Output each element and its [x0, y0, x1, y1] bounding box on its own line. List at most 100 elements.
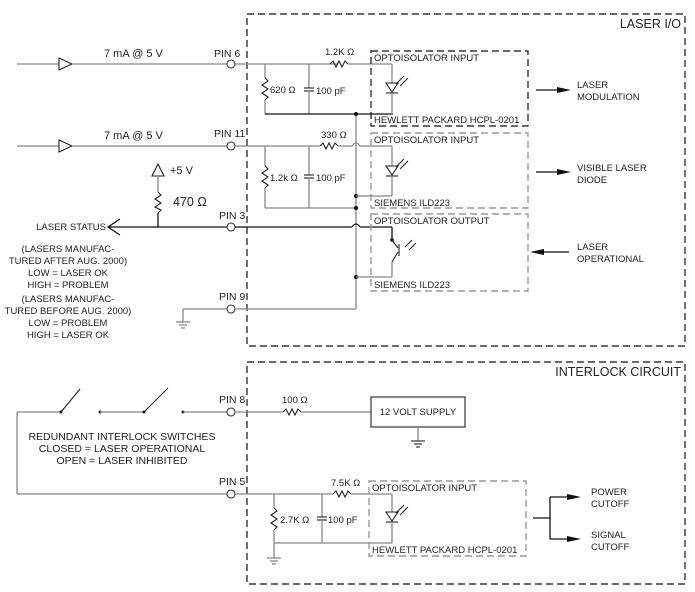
opto4-part: HEWLETT PACKARD HCPL-0201: [372, 545, 517, 556]
arrow-left-icon: [530, 249, 544, 255]
opto4-title: OPTOISOLATOR INPUT: [372, 483, 477, 494]
r-620-label: 620 Ω: [270, 85, 296, 96]
pin11-label: PIN 11: [214, 128, 245, 140]
resistor-1-2k: [329, 59, 349, 69]
pin6-signal-label: 7 mA @ 5 V: [104, 48, 164, 60]
pin6-input-line: 7 mA @ 5 V PIN 6: [17, 48, 338, 71]
pin5-label: PIN 5: [219, 476, 245, 488]
led-icon: [384, 165, 400, 176]
note-before-4: HIGH = LASER OK: [27, 330, 110, 341]
opto1-part: HEWLETT PACKARD HCPL-0201: [374, 115, 519, 126]
note-after-2: TURED AFTER AUG. 2000): [9, 256, 127, 267]
r-330-label: 330 Ω: [321, 130, 347, 141]
note-after-3: LOW = LASER OK: [28, 268, 109, 279]
opto2-output-line2: DIODE: [577, 175, 607, 186]
switches-note-2: CLOSED = LASER OPERATIONAL: [39, 443, 206, 455]
switch-2: [143, 387, 169, 413]
arrow-right-icon: [567, 494, 581, 500]
resistor-100: [282, 407, 302, 417]
pin8-terminal: [226, 407, 236, 417]
c-pin6-label: 100 pF: [316, 86, 346, 97]
opto1-output-line1: LASER: [577, 80, 608, 91]
opto2-output-line1: VISIBLE LASER: [577, 163, 647, 174]
power-cutoff-line1: POWER: [591, 487, 627, 498]
pin6-network: 620 Ω 100 pF 1.2K Ω: [261, 47, 393, 115]
opto3-part: SIEMENS ILD223: [374, 280, 450, 291]
opto3-title: OPTOISOLATOR OUTPUT: [374, 216, 490, 227]
r-1-2k-label: 1.2K Ω: [325, 47, 354, 58]
ground-icon: [176, 321, 190, 329]
laser-io-title: LASER I/O: [620, 17, 681, 31]
c-pin11-label: 100 pF: [316, 173, 346, 184]
resistor-620: [261, 77, 269, 101]
12v-supply: 12 VOLT SUPPLY: [370, 396, 466, 448]
resistor-330: [319, 141, 339, 151]
note-before-2: TURED BEFORE AUG. 2000): [5, 306, 132, 317]
laser-status-line: LASER STATUS PIN 3 +5 V 470 Ω: [36, 162, 392, 236]
opto3-output-line1: LASER: [577, 242, 608, 253]
laser-status-label: LASER STATUS: [36, 222, 106, 233]
ground-icon: [411, 440, 425, 448]
r-100-label: 100 Ω: [282, 395, 308, 406]
interlock-title: INTERLOCK CIRCUIT: [555, 365, 681, 379]
pin11-signal-label: 7 mA @ 5 V: [104, 130, 164, 142]
r-7-5k-label: 7.5K Ω: [331, 478, 360, 489]
switches-note-3: OPEN = LASER INHIBITED: [57, 455, 188, 467]
arrow-right-icon: [557, 87, 571, 93]
opto2-title: OPTOISOLATOR INPUT: [374, 135, 479, 146]
pin9-ground-line: PIN 9: [176, 291, 357, 329]
pin8-label: PIN 8: [219, 394, 245, 406]
signal-cutoff-line2: CUTOFF: [591, 542, 630, 553]
note-before-3: LOW = PROBLEM: [29, 318, 108, 329]
interlock-switch-line: 100 Ω PIN 8 REDUNDANT INTERLOCK SWITCHES…: [16, 387, 371, 494]
resistor-470: [153, 191, 162, 214]
resistor-7-5k: [332, 489, 352, 499]
pin3-label: PIN 3: [219, 210, 245, 222]
r-470-label: 470 Ω: [173, 195, 207, 209]
note-before-1: (LASERS MANUFAC-: [22, 294, 115, 305]
resistor-1-2k-shunt: [261, 165, 269, 189]
note-after-1: (LASERS MANUFAC-: [22, 244, 115, 255]
12v-supply-label: 12 VOLT SUPPLY: [380, 407, 457, 418]
optoisolator-3: OPTOISOLATOR OUTPUT SIEMENS ILD223 LASER…: [356, 213, 644, 292]
pin6-terminal: [226, 59, 236, 69]
led-icon: [384, 82, 400, 93]
pin9-label: PIN 9: [219, 291, 245, 303]
arrow-right-icon: [567, 536, 581, 542]
pin5-line: PIN 5: [17, 476, 333, 499]
supply-arrow-icon: [151, 162, 165, 177]
r-2-7k-label: 2.7K Ω: [280, 515, 309, 526]
opto1-output-line2: MODULATION: [577, 92, 640, 103]
pin5-network: 2.7K Ω 100 pF 7.5K Ω: [267, 478, 392, 565]
pin11-terminal: [226, 141, 236, 151]
opto2-part: SIEMENS ILD223: [374, 198, 450, 209]
pin11-input-line: 7 mA @ 5 V PIN 11: [17, 128, 320, 153]
ground-icon: [267, 557, 281, 565]
pin3-terminal: [226, 222, 236, 232]
power-cutoff-line2: CUTOFF: [591, 499, 630, 510]
opto3-output-line2: OPERATIONAL: [577, 254, 644, 265]
note-after-4: HIGH = PROBLEM: [27, 280, 108, 291]
supply-5v-label: +5 V: [170, 165, 194, 177]
arrow-right-icon: [557, 169, 571, 175]
buffer-icon: [58, 57, 74, 71]
pin5-terminal: [226, 489, 236, 499]
led-icon: [384, 511, 400, 522]
c-pin5-label: 100 pF: [328, 515, 358, 526]
pin6-label: PIN 6: [214, 48, 240, 60]
r-1-2k-shunt-label: 1.2k Ω: [270, 173, 298, 184]
signal-cutoff-line1: SIGNAL: [591, 530, 626, 541]
laser-status-notes: (LASERS MANUFAC- TURED AFTER AUG. 2000) …: [5, 244, 132, 341]
resistor-2-7k: [270, 507, 278, 531]
switches-note-1: REDUNDANT INTERLOCK SWITCHES: [28, 431, 215, 443]
pin9-terminal: [226, 304, 236, 314]
optoisolator-1: OPTOISOLATOR INPUT HEWLETT PACKARD HCPL-…: [370, 50, 640, 127]
phototransistor-icon: [391, 239, 417, 263]
switch-1: [60, 388, 81, 413]
optoisolator-2: OPTOISOLATOR INPUT SIEMENS ILD223 VISIBL…: [356, 132, 647, 209]
opto1-title: OPTOISOLATOR INPUT: [374, 53, 479, 64]
optoisolator-4: OPTOISOLATOR INPUT HEWLETT PACKARD HCPL-…: [368, 480, 630, 557]
buffer-icon: [58, 139, 74, 153]
pin11-network: 1.2k Ω 100 pF 330 Ω: [261, 130, 392, 209]
